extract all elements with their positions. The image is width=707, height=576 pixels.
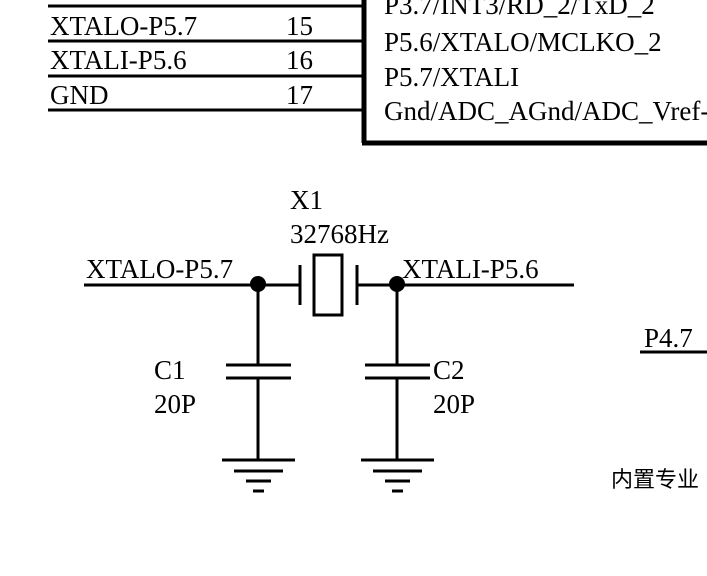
mcu-body: P3.7/INT3/RD_2/TxD_2 P5.6/XTALO/MCLKO_2 … — [361, 0, 707, 146]
net-label-right: XTALI-P5.6 — [402, 254, 539, 284]
c2-value: 20P — [433, 389, 475, 419]
net-label-left: XTALO-P5.7 — [86, 254, 233, 284]
crystal-x1: X1 32768Hz — [290, 185, 389, 317]
pin-net-label: XTALO-P5.7 — [50, 11, 197, 41]
ground-symbol-right — [361, 458, 434, 493]
c1-value: 20P — [154, 389, 196, 419]
side-note: 内置专业 — [611, 468, 699, 493]
crystal-value: 32768Hz — [290, 219, 389, 249]
crystal-body — [312, 253, 344, 317]
c1-ref: C1 — [154, 355, 186, 385]
pin-table: XTALO-P5.7 15 XTALI-P5.6 16 GND 17 — [48, 4, 366, 112]
pin-number: 15 — [286, 11, 313, 41]
side-annotations: P4.7 内置专业 — [611, 323, 707, 493]
mcu-pin-label: P5.7/XTALI — [384, 62, 519, 92]
capacitor-c1: C1 20P — [154, 284, 291, 460]
pin-net-label: XTALI-P5.6 — [50, 45, 187, 75]
pin-number: 17 — [286, 80, 313, 110]
mcu-pin-label: Gnd/ADC_AGnd/ADC_Vref- — [384, 96, 707, 126]
ground-symbol-left — [222, 458, 295, 493]
c2-ref: C2 — [433, 355, 465, 385]
nets: XTALO-P5.7 XTALI-P5.6 — [84, 254, 574, 292]
pin-net-label: GND — [50, 80, 109, 110]
capacitor-c2: C2 20P — [365, 284, 475, 460]
mcu-pin-label: P3.7/INT3/RD_2/TxD_2 — [384, 0, 655, 20]
pin-number: 16 — [286, 45, 313, 75]
side-net-label: P4.7 — [644, 323, 693, 353]
crystal-ref: X1 — [290, 185, 323, 215]
mcu-pin-label: P5.6/XTALO/MCLKO_2 — [384, 27, 662, 57]
